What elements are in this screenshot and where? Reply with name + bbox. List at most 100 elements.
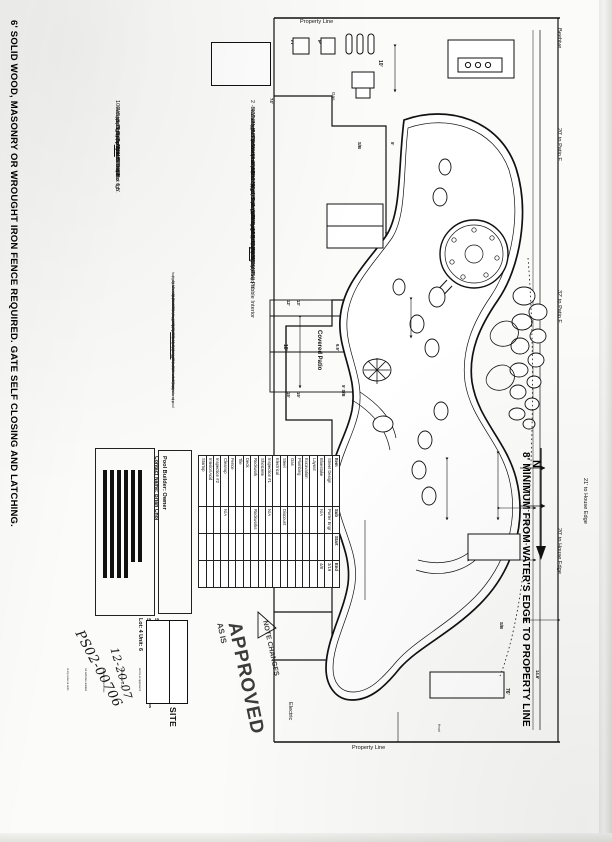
- table-row: Tile: [235, 455, 244, 588]
- planter-label-b: planter: [403, 408, 407, 418]
- dist-20-house: 20' to House Edge: [556, 528, 562, 574]
- schedule-cell-r14-c3: [221, 560, 229, 588]
- gas-label: Gas: [331, 92, 336, 101]
- panel-icon: P: [316, 40, 322, 45]
- dim-5e: 5': [496, 508, 501, 512]
- table-row: Deck: [243, 455, 251, 588]
- schedule-cell-r10-c0: Rockwork: [250, 455, 259, 507]
- schedule-cell-r11-c1: [243, 506, 251, 534]
- schedule-cell-r2-c0: Layout: [309, 455, 318, 507]
- dim-9-9: 9.9': [335, 344, 340, 351]
- dist-21-house: 21' to House Edge: [582, 478, 588, 524]
- schedule-header-end: End: [332, 560, 340, 588]
- schedule-cell-r6-c1: Discount: [280, 506, 288, 534]
- redaction-bar: [110, 470, 114, 578]
- schedule-cell-r2-c2: [309, 533, 318, 561]
- dim-76: 76': [504, 688, 510, 695]
- redaction-bar: [138, 470, 142, 562]
- dim-1: 1': [452, 570, 457, 574]
- schedule-cell-r1-c3: 4/8: [317, 560, 325, 588]
- schedule-cell-r14-c0: Cleanup: [221, 455, 229, 507]
- table-row: Excavation: [302, 455, 310, 588]
- pool-spec-title-0: Pool:: [249, 246, 255, 261]
- schedule-cell-r4-c2: [295, 533, 303, 561]
- dim-9a: 9': [413, 333, 418, 337]
- schedule-cell-r17-c0: Startup: [198, 455, 207, 507]
- schedule-cell-r16-c3: [206, 560, 214, 588]
- schedule-cell-r16-c2: [206, 533, 214, 561]
- schedule-cell-r11-c2: [243, 533, 251, 561]
- schedule-cell-r5-c1: [287, 506, 296, 534]
- schedule-cell-r9-c1: [258, 506, 266, 534]
- setback-requirement-note: 8' MINIMUM FROM WATER'S EDGE TO PROPERTY…: [520, 452, 531, 727]
- setback-b: 5' S/B: [360, 318, 365, 330]
- dim-74: 74': [269, 98, 274, 104]
- heart-label-b: Heart: [437, 724, 441, 732]
- setback-a: 5' S/B: [427, 150, 432, 162]
- planter-label-a: planter: [410, 284, 414, 294]
- table-row: Startup: [198, 455, 207, 588]
- schedule-cell-r11-c3: [243, 560, 251, 588]
- setback-f: S/B: [357, 142, 362, 149]
- table-row: Shotcrete: [258, 455, 266, 588]
- covered-patio-label: Covered Patio: [316, 330, 322, 371]
- schedule-cell-r1-c2: [317, 533, 325, 561]
- schedule-cell-r3-c2: [302, 533, 310, 561]
- dim-18-left: 18': [282, 344, 288, 351]
- schedule-cell-r7-c3: [272, 560, 281, 588]
- electric-label: Electric: [287, 702, 293, 721]
- dim-13: 13': [296, 300, 301, 306]
- schedule-cell-r15-c0: Inspection #2: [213, 455, 221, 507]
- property-line-bottom: Property Line: [352, 745, 386, 751]
- schedule-cell-r2-c3: [309, 560, 318, 588]
- schedule-cell-r16-c1: [206, 506, 214, 534]
- schedule-cell-r17-c2: [198, 533, 207, 561]
- schedule-cell-r8-c2: [265, 533, 273, 561]
- redaction-box: [95, 448, 155, 616]
- beehive-label: Beehive: [556, 28, 562, 49]
- schedule-cell-r6-c0: Steel: [280, 455, 288, 507]
- schedule-header-item: Item: [332, 455, 340, 507]
- paper-right-edge: [599, 0, 612, 842]
- schedule-cell-r7-c0: Electrical: [272, 455, 281, 507]
- schedule-cell-r0-c3: 3/19: [324, 560, 333, 588]
- schedule-cell-r13-c2: [228, 533, 236, 561]
- dim-17: 17': [416, 306, 421, 312]
- approved-stamp: APPROVED: [223, 620, 268, 737]
- dim-5a: 5': [390, 142, 395, 146]
- schedule-cell-r17-c1: [198, 506, 207, 534]
- schedule-cell-r9-c0: Shotcrete: [258, 455, 266, 507]
- table-row: Inspection #2: [213, 455, 221, 588]
- schedule-cell-r9-c3: [258, 560, 266, 588]
- schedule-cell-r1-c0: Bluestake: [317, 455, 325, 507]
- redaction-bar: [131, 470, 135, 562]
- schedule-cell-r15-c3: [213, 560, 221, 588]
- table-row: Electrical: [272, 455, 281, 588]
- schedule-cell-r4-c1: [295, 506, 303, 534]
- schedule-header-sub: Sub: [332, 506, 340, 534]
- property-line-left: Property Line: [384, 232, 389, 259]
- schedule-cell-r2-c1: [309, 506, 318, 534]
- schedule-cell-r10-c1: Rockworks: [250, 506, 259, 534]
- schedule-cell-r4-c3: [295, 560, 303, 588]
- schedule-cell-r6-c2: [280, 533, 288, 561]
- heart-label-a: Heart: [377, 268, 381, 276]
- dim-15b: 15': [296, 392, 301, 398]
- spa-specifications: Spa:Spa size: 7' x 8'Spa Area: 50 sq.ft.…: [114, 100, 120, 193]
- table-row: Interior/Acid: [206, 455, 214, 588]
- north-arrow-label: N: [530, 460, 542, 468]
- schedule-cell-r10-c2: [250, 533, 259, 561]
- schedule-cell-r1-c1: N/A: [317, 506, 325, 534]
- schedule-cell-r8-c3: [265, 560, 273, 588]
- table-row: Layout: [309, 455, 318, 588]
- schedule-cell-r14-c2: [221, 533, 229, 561]
- schedule-cell-r6-c3: [280, 560, 288, 588]
